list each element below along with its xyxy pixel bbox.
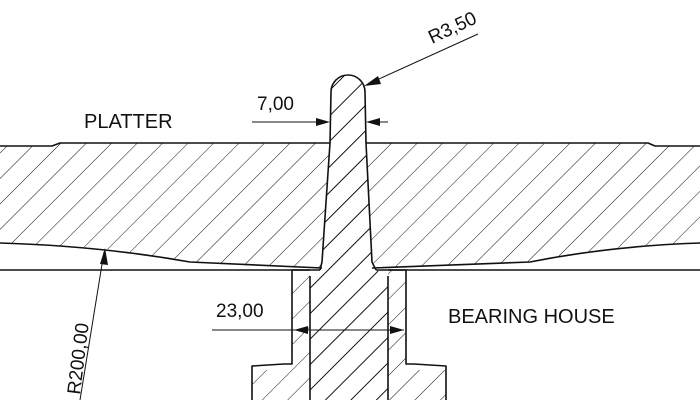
bearing-house-right-outline: [388, 269, 447, 400]
spindle-outline-left: [319, 142, 331, 271]
platter-section: [0, 142, 700, 271]
dimension-tip-radius: R3,50: [364, 8, 480, 86]
platter-right-hatch: [366, 143, 700, 268]
platter-top-edge: [0, 142, 330, 147]
underside-radius-arrowhead: [100, 248, 108, 265]
shaft-width-text: 7,00: [257, 94, 294, 115]
platter-top-edge-right: [366, 142, 700, 147]
tip-radius-leader: [367, 33, 479, 85]
shaft-width-arrow-right: [366, 118, 380, 126]
bearing-house-left-outline: [251, 269, 310, 400]
bearing-house-left-hatch: [252, 270, 310, 400]
platter-left-hatch: [0, 143, 330, 268]
bearing-house-label: BEARING HOUSE: [448, 306, 615, 328]
bearing-width-arrow-right: [390, 326, 404, 334]
underside-radius-leader: [79, 251, 105, 400]
dimension-shaft-width: 7,00: [252, 94, 388, 126]
platter-label: PLATTER: [84, 111, 173, 133]
tip-radius-arrowhead: [364, 76, 381, 86]
tip-radius-text: R3,50: [425, 8, 480, 48]
bearing-house: [251, 269, 447, 400]
shaft-width-arrow-left: [316, 118, 330, 126]
underside-radius-text: R200,00: [64, 322, 94, 396]
bearing-width-text: 23,00: [216, 301, 264, 322]
platter-underside-right: [371, 242, 700, 269]
bearing-width-arrow-left: [294, 326, 308, 334]
bearing-house-right-hatch: [388, 270, 446, 400]
spindle-outline: [329, 74, 377, 271]
platter-underside-left: [0, 242, 323, 269]
dimension-bearing-width: 23,00: [212, 301, 404, 334]
